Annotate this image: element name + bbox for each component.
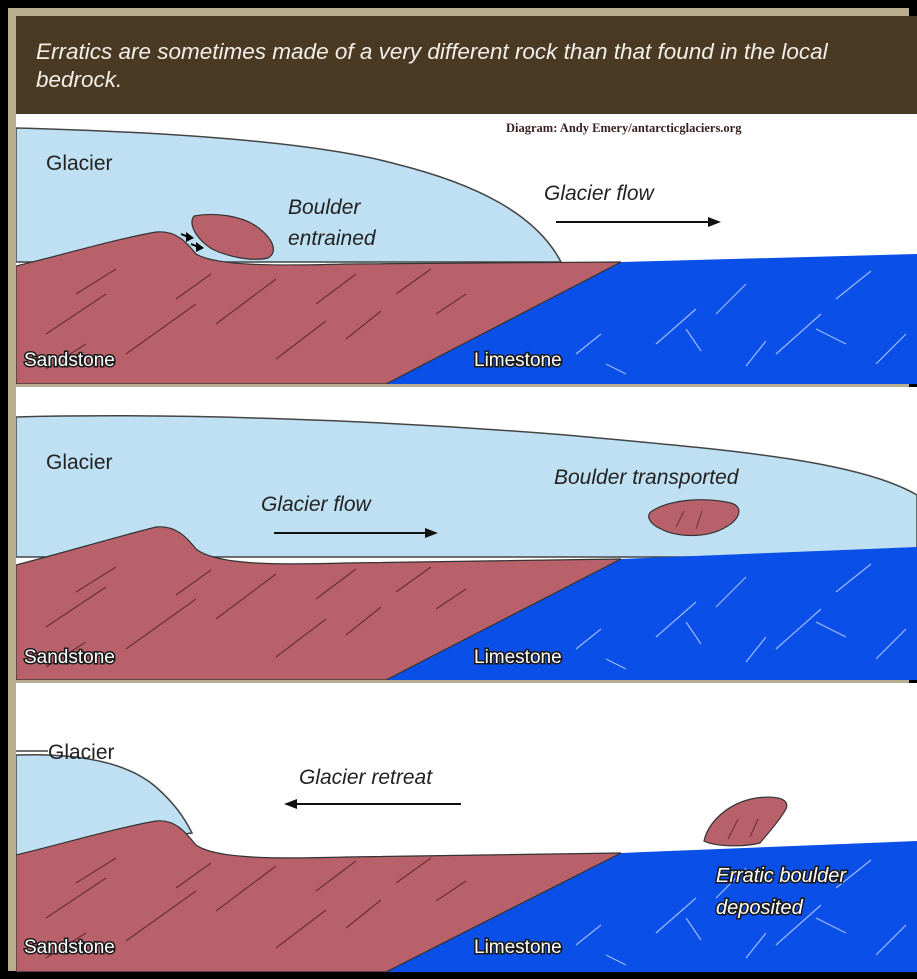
erratic-label-line2: deposited	[716, 897, 804, 919]
header-title: Erratics are sometimes made of a very di…	[36, 38, 916, 94]
retreat-label: Glacier retreat	[299, 766, 433, 789]
boulder-label: Boulder transported	[554, 466, 740, 489]
erratic-label-line1: Erratic boulder	[716, 865, 847, 887]
panel-boulder-transported: Glacier Glacier flow Boulder transported…	[16, 387, 917, 680]
glacier-label: Glacier	[46, 451, 113, 474]
boulder	[704, 797, 787, 846]
limestone-label: Limestone	[474, 937, 562, 958]
flow-label: Glacier flow	[261, 493, 373, 516]
diagram-credit: Diagram: Andy Emery/antarcticglaciers.or…	[506, 121, 742, 135]
sandstone-label: Sandstone	[24, 937, 115, 958]
panel-boulder-entrained: Diagram: Andy Emery/antarcticglaciers.or…	[16, 114, 917, 384]
boulder-label-line1: Boulder	[288, 196, 361, 219]
header-banner: Erratics are sometimes made of a very di…	[16, 16, 917, 114]
limestone-label: Limestone	[474, 350, 562, 371]
flow-label: Glacier flow	[544, 182, 656, 205]
boulder-label-line2: entrained	[288, 227, 377, 250]
limestone-label: Limestone	[474, 647, 562, 668]
glacier-label: Glacier	[46, 152, 113, 175]
panel-glacier-retreat: Glacier Glacier retreat Erratic boulder …	[16, 683, 917, 972]
glacier-label: Glacier	[48, 741, 115, 764]
sandstone-label: Sandstone	[24, 350, 115, 371]
sandstone-label: Sandstone	[24, 647, 115, 668]
